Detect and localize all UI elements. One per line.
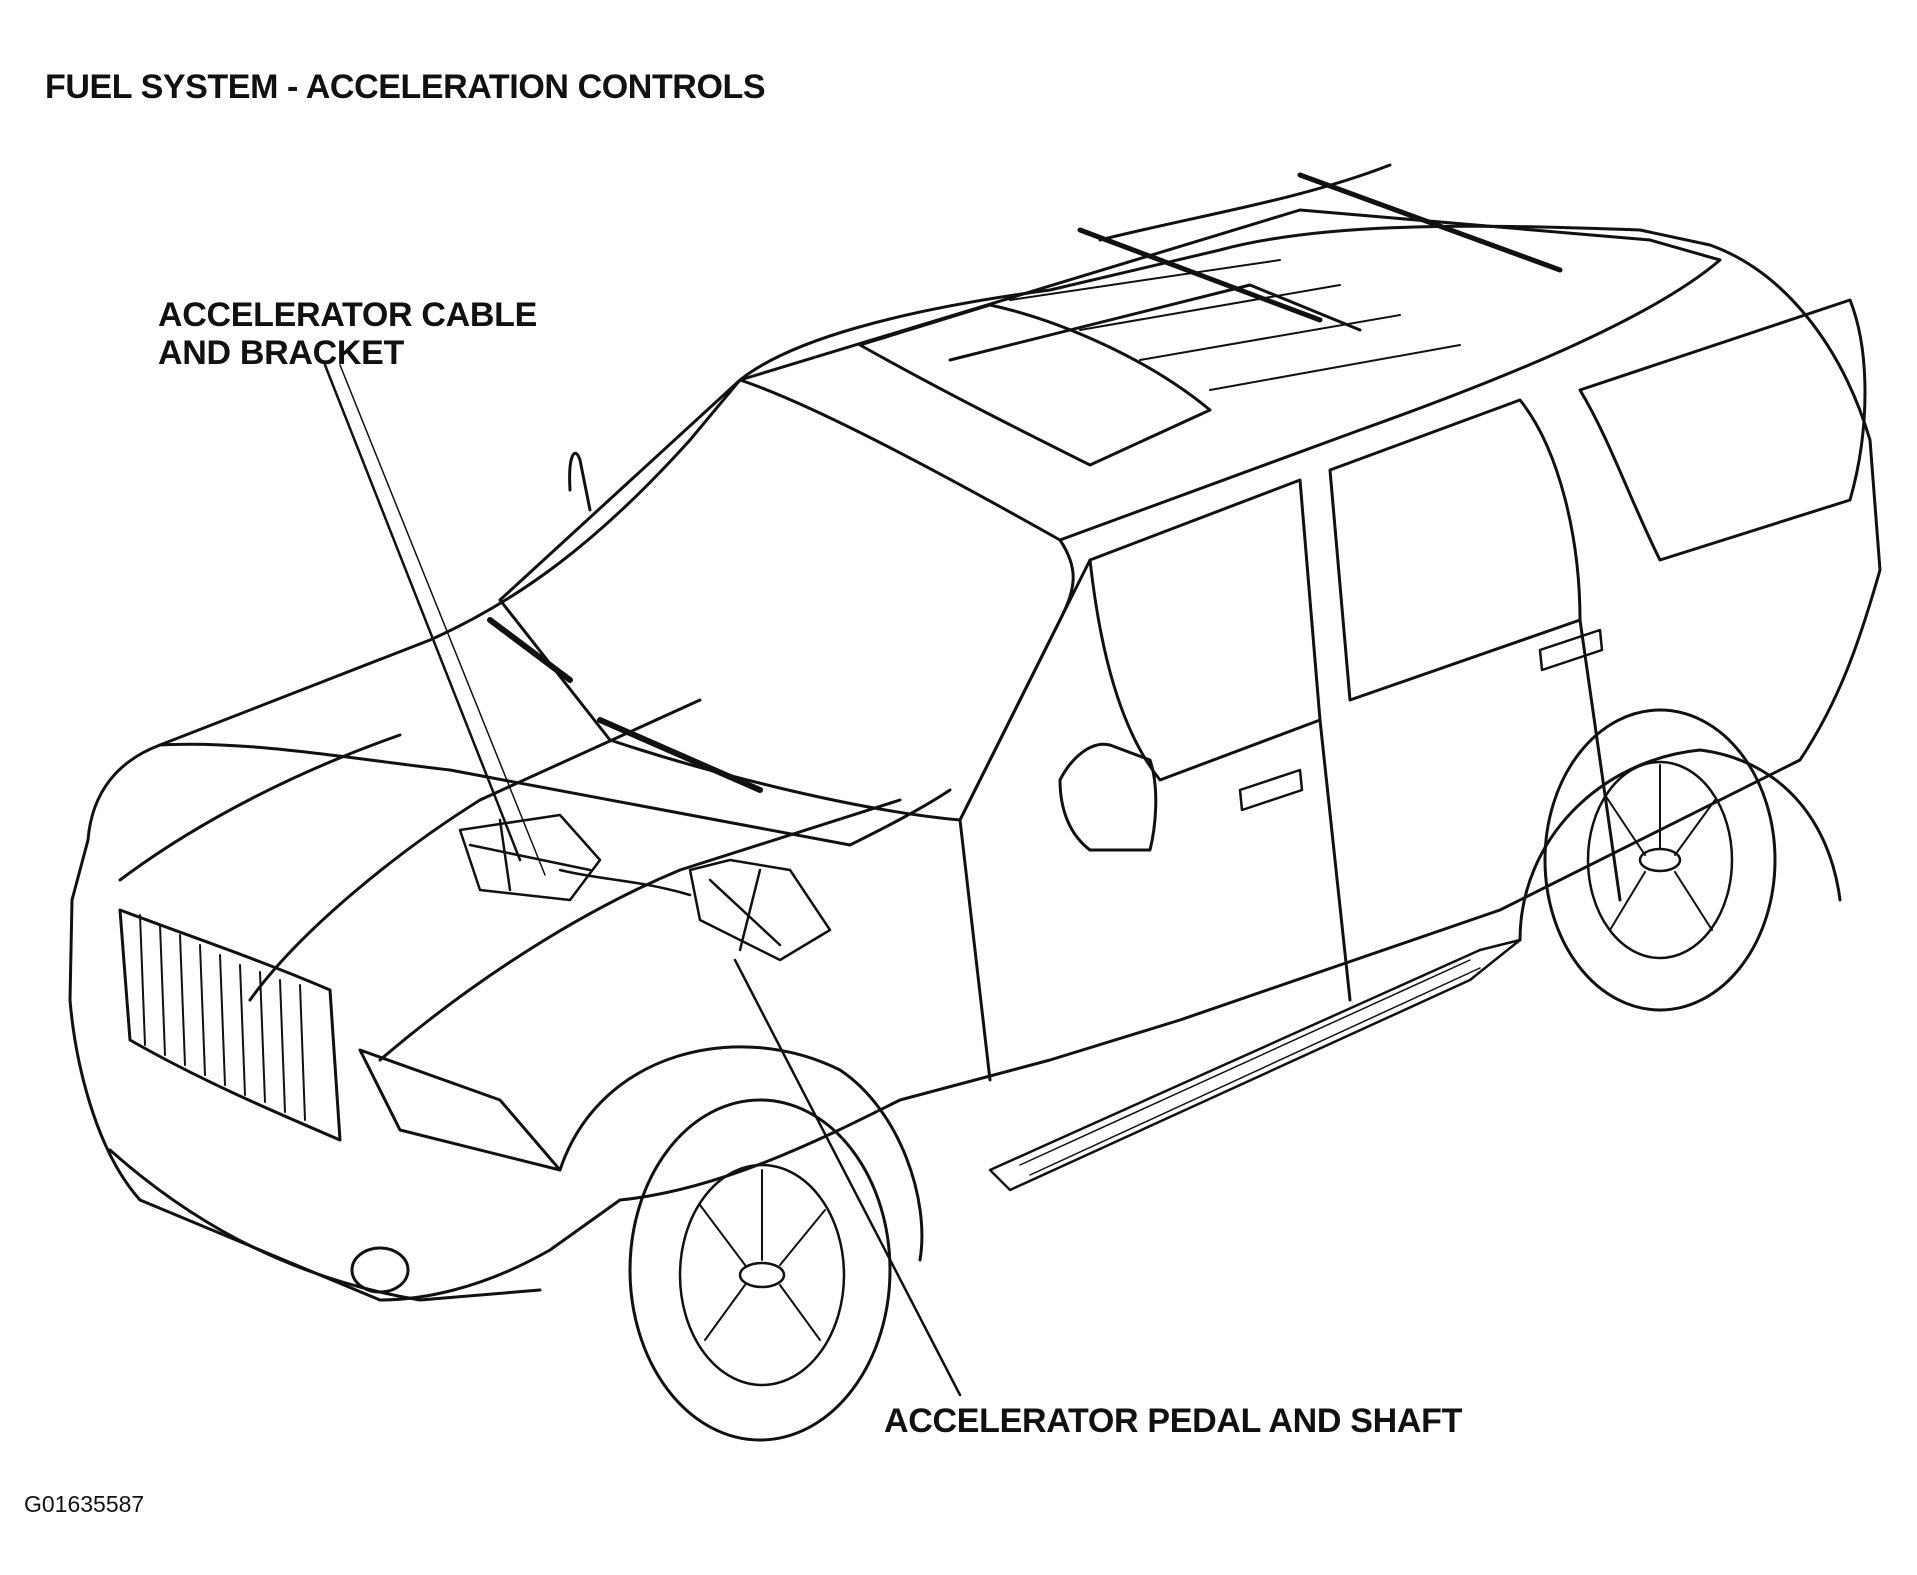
callout-accelerator-pedal-shaft: ACCELERATOR PEDAL AND SHAFT: [884, 1402, 1463, 1440]
front-bumper: [108, 1148, 542, 1302]
rear-door: [1578, 618, 1622, 902]
rear-rim: [1586, 760, 1734, 960]
hood-left-crease: [118, 733, 402, 882]
grille-bars: [139, 914, 306, 1121]
callout-cable-line-2: AND BRACKET: [158, 334, 405, 372]
callout-cable-line-1: ACCELERATOR CABLE: [158, 296, 537, 334]
diagram-title: FUEL SYSTEM - ACCELERATION CONTROLS: [45, 68, 766, 106]
quarter-window: [1578, 298, 1867, 562]
running-board-ribs: [1019, 959, 1481, 1176]
front-door-window: [1088, 478, 1322, 782]
roof-crossbar: [1077, 172, 1563, 323]
roof-rail-front: [948, 283, 1362, 362]
front-wheel-arch: [558, 1045, 924, 1262]
running-board: [988, 938, 1522, 1192]
windshield: [498, 378, 1075, 822]
grille: [118, 908, 342, 1142]
accelerator-pedal-shaft-part: [688, 858, 832, 962]
hood-right-crease: [378, 798, 902, 1062]
leader-line-cable-bracket: [323, 363, 522, 862]
leader-line-cable-bracket-2: [339, 364, 546, 876]
antenna: [568, 451, 592, 512]
front-door: [958, 558, 1352, 1082]
rear-hub: [1638, 847, 1682, 873]
body-outline: [68, 224, 1882, 1302]
hood: [158, 742, 952, 847]
cowl-vent: [487, 617, 763, 793]
rear-wheel-arch: [1518, 748, 1842, 942]
front-hub: [738, 1261, 786, 1289]
roof-lines: [1009, 259, 1461, 391]
callout-accelerator-cable-bracket: ACCELERATOR CABLE AND BRACKET: [158, 296, 537, 372]
front-tire: [628, 1098, 892, 1442]
side-mirror: [1058, 742, 1158, 852]
leader-line-pedal-shaft: [733, 958, 962, 1397]
fog-light: [350, 1246, 410, 1294]
headlight: [358, 1048, 562, 1172]
figure-id: G01635587: [24, 1491, 145, 1517]
rear-rim-spokes: [1604, 764, 1716, 931]
front-rim: [678, 1163, 846, 1387]
sunroof: [858, 303, 1212, 467]
door-handles: [1238, 628, 1604, 812]
roof-rail-rear: [1098, 163, 1392, 242]
accelerator-cable-bracket-part: [458, 813, 602, 902]
front-rim-spokes: [699, 1169, 826, 1341]
rear-door-window: [1328, 398, 1582, 702]
roof: [738, 208, 1722, 542]
accelerator-cable: [558, 868, 692, 897]
rear-tire: [1543, 708, 1777, 1012]
hood-center-crease: [248, 698, 702, 1002]
